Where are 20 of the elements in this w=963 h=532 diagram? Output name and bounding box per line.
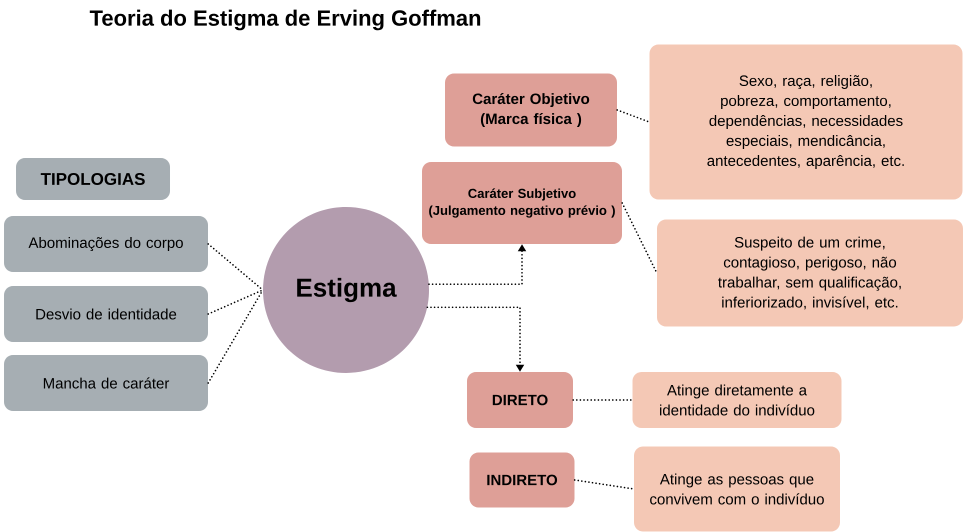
concept-box: INDIRETO bbox=[470, 452, 574, 508]
description-box: Atinge as pessoas que convivem com o indivíduo bbox=[634, 446, 840, 532]
concept-box: Caráter Subjetivo (Julgamento negativo prévio ) bbox=[422, 162, 622, 244]
category-box: Abominações do corpo bbox=[4, 216, 208, 272]
connector bbox=[616, 109, 650, 123]
description-box: Suspeito de um crime, contagioso, perigoso, não trabalhar, sem qualificação, inferiorizado, invisível, etc. bbox=[657, 220, 963, 326]
title: Teoria do Estigma de Erving Goffman bbox=[90, 10, 480, 30]
heading-box: TIPOLOGIAS bbox=[16, 158, 170, 200]
description-box: Atinge diretamente a identidade do indivíduo bbox=[632, 372, 842, 428]
category-box: Mancha de caráter bbox=[4, 355, 208, 411]
connector bbox=[207, 289, 264, 384]
connector bbox=[572, 399, 634, 401]
concept-box: Caráter Objetivo (Marca física ) bbox=[445, 74, 617, 146]
connector bbox=[621, 202, 658, 274]
connector bbox=[207, 243, 264, 291]
description-box: Sexo, raça, religião, pobreza, comportamento, dependências, necessidades especiais, mendicância, antecedentes, aparência, etc. bbox=[650, 44, 962, 200]
connector bbox=[574, 479, 635, 490]
category-box: Desvio de identidade bbox=[4, 286, 208, 342]
concept-box: DIRETO bbox=[467, 372, 573, 428]
connector bbox=[207, 289, 264, 315]
